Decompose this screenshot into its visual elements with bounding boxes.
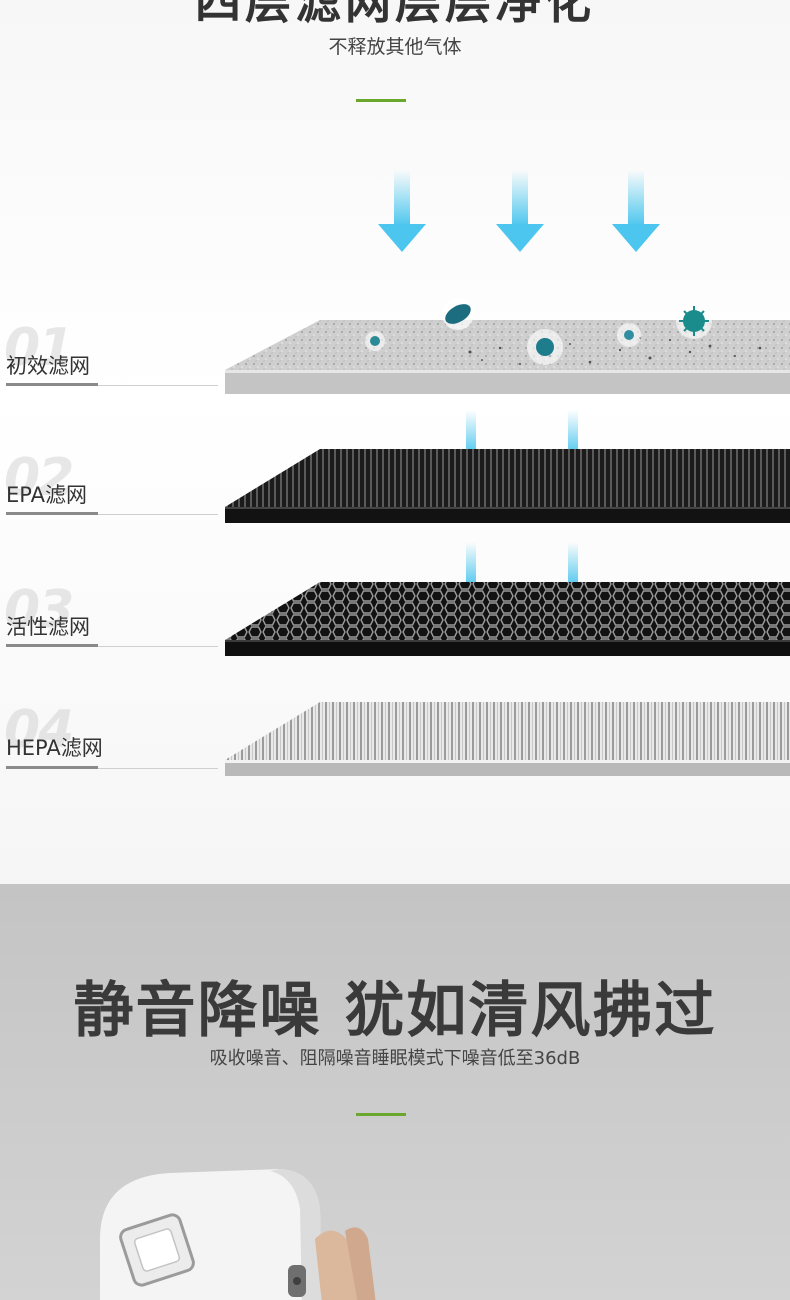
label-underline bbox=[6, 383, 98, 386]
layer-number: 01 bbox=[4, 318, 74, 378]
label-underline-thin bbox=[98, 514, 218, 515]
bacteria-icon bbox=[365, 331, 385, 351]
epa-filter-layer bbox=[225, 449, 790, 523]
label-underline-thin bbox=[98, 646, 218, 647]
filter-section-title: 四层滤网层层净化 bbox=[195, 0, 595, 29]
activated-carbon-filter-layer bbox=[225, 582, 790, 656]
airflow-arrow-icon bbox=[496, 170, 544, 252]
airflow-arrow-icon bbox=[612, 170, 660, 252]
layer-label-primary-filter: 初效滤网 bbox=[6, 354, 90, 378]
virus-icon bbox=[676, 303, 712, 339]
layer-number: 03 bbox=[4, 580, 74, 640]
noise-section: 静音降噪 犹如清风拂过 吸收噪音、阻隔噪音睡眠模式下噪音低至36dB bbox=[0, 884, 790, 1300]
primary-filter-layer bbox=[225, 298, 790, 394]
label-underline bbox=[6, 644, 98, 647]
layer-label-epa-filter: EPA滤网 bbox=[6, 483, 87, 507]
label-underline bbox=[6, 512, 98, 515]
layer-number: 02 bbox=[4, 448, 74, 508]
filter-section-subtitle: 不释放其他气体 bbox=[328, 36, 462, 58]
layer-label-hepa-filter: HEPA滤网 bbox=[6, 736, 103, 760]
bacteria-icon bbox=[617, 323, 641, 347]
hepa-filter-layer bbox=[225, 702, 790, 776]
noise-section-subtitle: 吸收噪音、阻隔噪音睡眠模式下噪音低至36dB bbox=[209, 1048, 581, 1069]
title-divider bbox=[356, 99, 406, 102]
noise-section-title: 静音降噪 犹如清风拂过 bbox=[73, 976, 717, 1046]
label-underline-thin bbox=[98, 768, 218, 769]
layer-number: 04 bbox=[4, 700, 74, 760]
label-underline-thin bbox=[98, 385, 218, 386]
airflow-arrow-icon bbox=[378, 170, 426, 252]
bacteria-icon bbox=[442, 298, 474, 330]
layer-label-activated-filter: 活性滤网 bbox=[6, 615, 90, 639]
air-purifier-device-image bbox=[100, 1169, 376, 1300]
bacteria-icon bbox=[527, 329, 563, 365]
label-underline bbox=[6, 766, 98, 769]
filter-section: 四层滤网层层净化 不释放其他气体 01 初效滤网 bbox=[0, 0, 790, 884]
title-divider bbox=[356, 1113, 406, 1116]
